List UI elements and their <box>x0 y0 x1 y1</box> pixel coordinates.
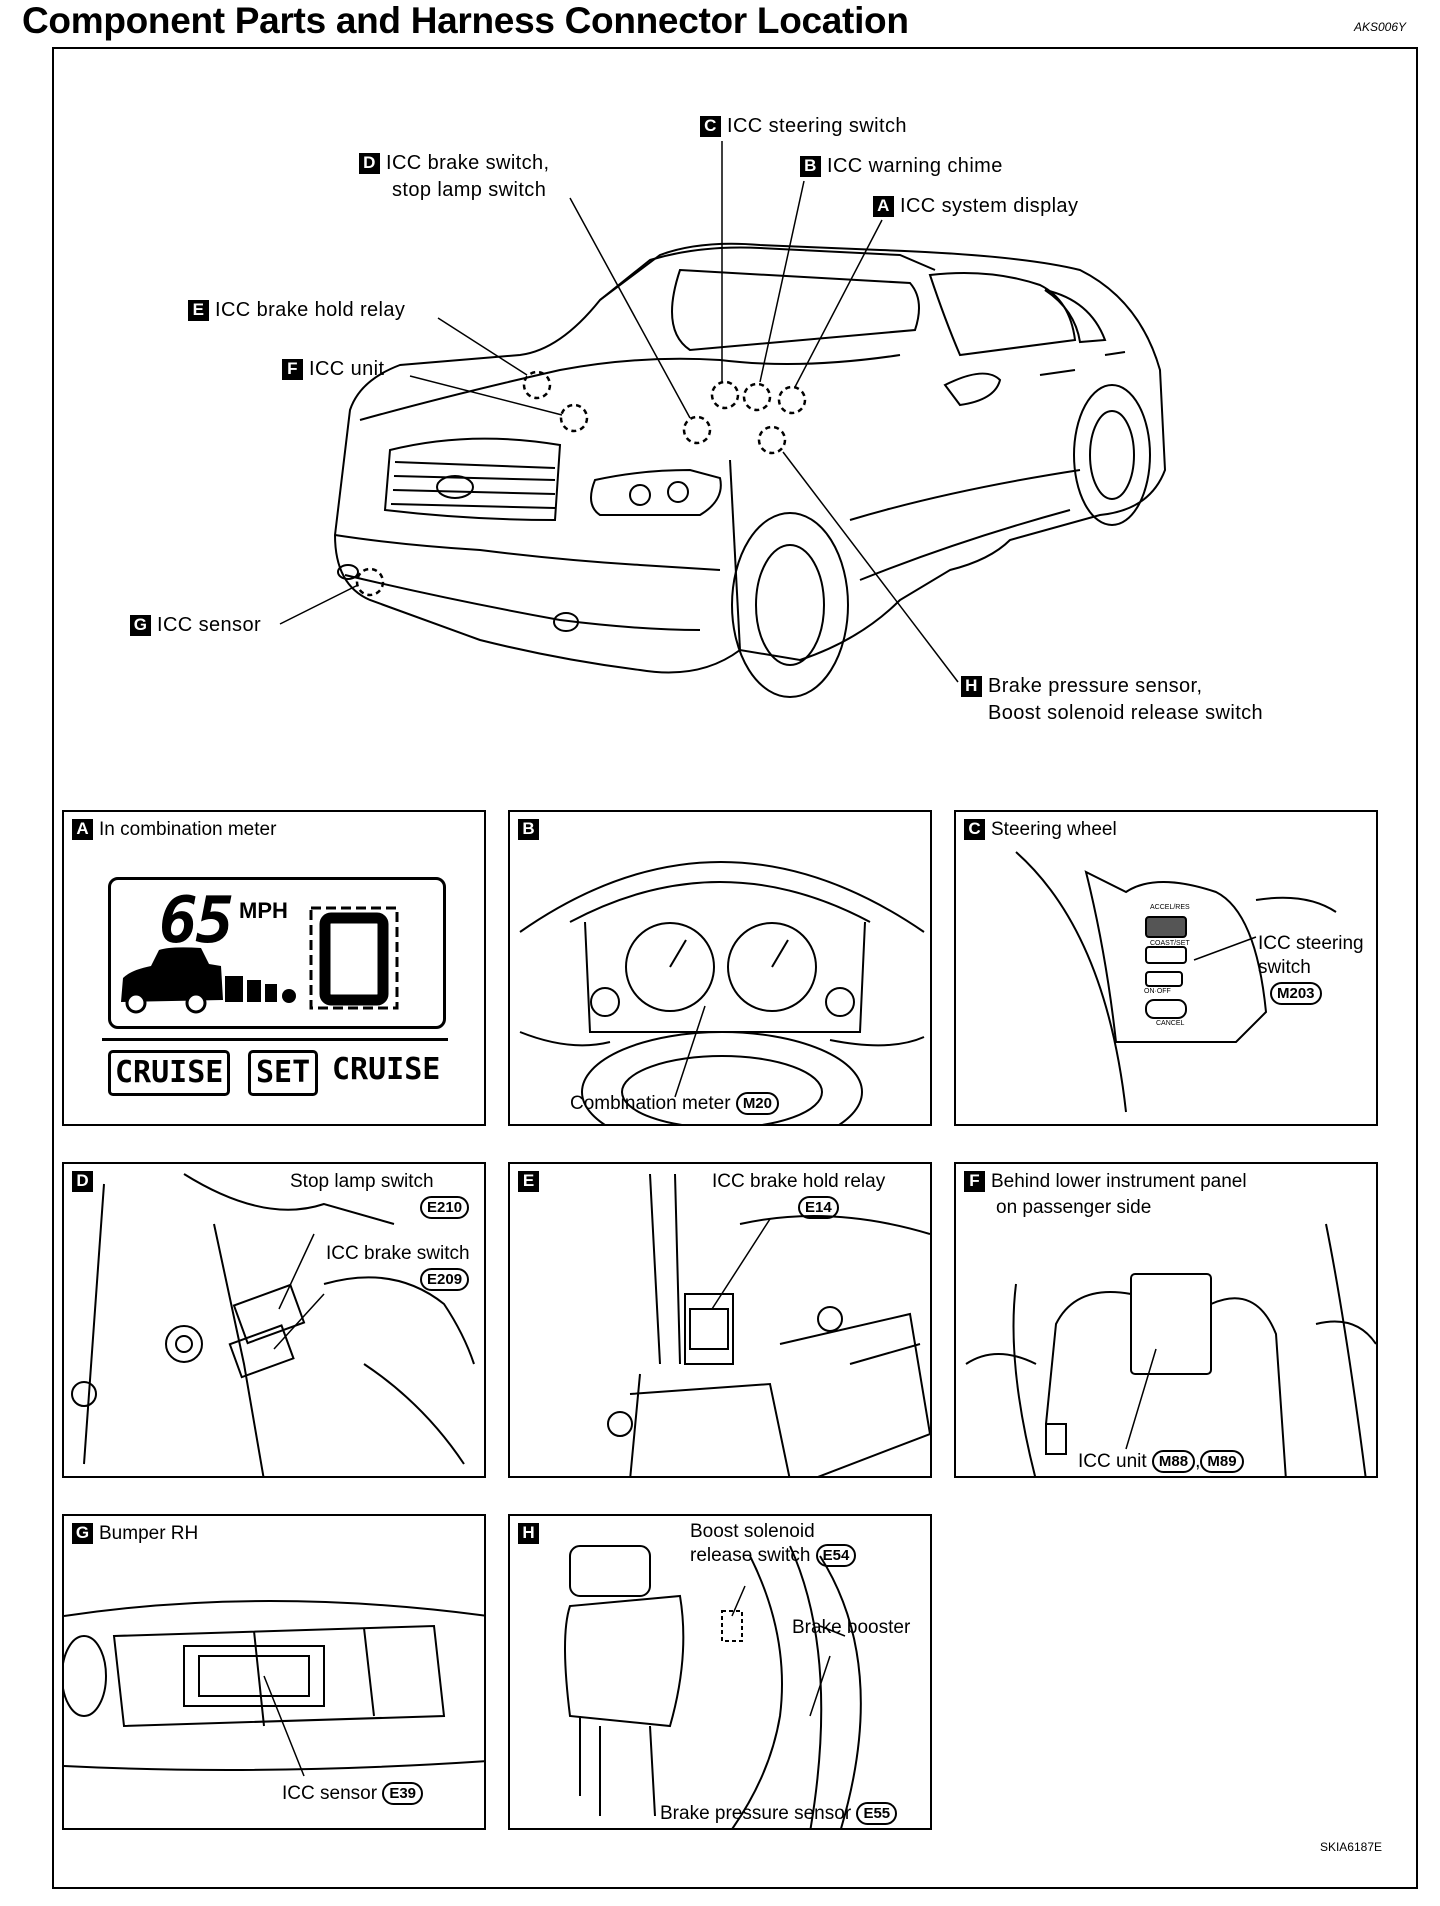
panel-g-header: Bumper RH <box>99 1523 199 1544</box>
icc-sensor-label: ICC sensor <box>282 1783 378 1804</box>
brake-pressure-sensor-label: Brake pressure sensor <box>660 1803 852 1824</box>
combination-meter-illustration <box>519 861 925 1124</box>
connector-m89: M89 <box>1200 1450 1244 1473</box>
diagram-frame <box>52 47 1418 1889</box>
panel-b-warning-chime: B Combination meter M20 <box>508 810 932 1126</box>
panel-b-badge: B <box>518 819 539 840</box>
steering-wheel-illustration <box>1015 851 1337 1113</box>
panel-c-header: Steering wheel <box>991 819 1117 840</box>
gear-digit: 0 <box>333 914 334 915</box>
connector-m20: M20 <box>735 1092 779 1115</box>
set-indicator: SET <box>248 1050 319 1096</box>
icc-unit-label: ICC unit <box>1078 1451 1147 1472</box>
panel-f-header-2: on passenger side <box>996 1197 1152 1218</box>
speed-readout: 65 <box>159 884 234 958</box>
panel-h-brake-pressure-sensor: H Boost solenoid release switch E54 Brak… <box>508 1514 932 1830</box>
cruise-indicator-2: CRUISE <box>332 1052 441 1087</box>
panel-f-header-1: Behind lower instrument panel <box>991 1171 1247 1192</box>
boost-solenoid-label-1: Boost solenoid <box>690 1521 815 1542</box>
engine-bay-illustration <box>607 1173 930 1476</box>
speed-unit: MPH <box>239 898 288 923</box>
display-divider <box>102 1038 448 1041</box>
connector-e39: E39 <box>382 1782 424 1805</box>
panel-e-brake-hold-relay: E ICC brake hold relay E14 <box>508 1162 932 1478</box>
panel-a-system-display: A In combination meter 65 MPH 0 CRUISE SE… <box>62 810 486 1126</box>
connector-e54: E54 <box>815 1544 857 1567</box>
panel-a-header: In combination meter <box>99 819 277 840</box>
cruise-indicator-1: CRUISE <box>108 1050 231 1096</box>
panel-c-badge: C <box>964 819 985 840</box>
panel-g-icc-sensor: G Bumper RH ICC sensor E39 <box>62 1514 486 1830</box>
panel-e-badge: E <box>518 1171 539 1192</box>
connector-m203: M203 <box>1270 982 1322 1005</box>
boost-solenoid-label-2: release switch <box>690 1545 811 1566</box>
icc-steering-label-2: switch <box>1258 957 1311 978</box>
reference-code: AKS006Y <box>1353 20 1406 34</box>
brake-hold-relay-label: ICC brake hold relay <box>712 1171 886 1192</box>
panel-f-badge: F <box>964 1171 985 1192</box>
connector-e210: E210 <box>420 1196 470 1219</box>
panel-d-brake-switch: D Stop lamp switch E210 ICC brake switch… <box>62 1162 486 1478</box>
callout-d-line2: stop lamp switch <box>392 179 547 201</box>
accel-res-label: ACCEL/RES <box>1150 904 1190 911</box>
icc-steering-label-1: ICC steering <box>1258 933 1364 954</box>
connector-e209: E209 <box>420 1268 470 1291</box>
combination-meter-label: Combination meter <box>570 1093 731 1114</box>
panel-c-steering-switch: C Steering wheel ACCEL/RES COAST/SET ON·O… <box>954 810 1378 1126</box>
panel-f-icc-unit: F Behind lower instrument panel on passen… <box>954 1162 1378 1478</box>
page-title: Component Parts and Harness Connector Lo… <box>22 0 909 41</box>
callout-h-line2: Boost solenoid release switch <box>988 702 1264 724</box>
connector-e55: E55 <box>856 1802 898 1825</box>
icc-lcd-display: 65 MPH 0 <box>108 877 446 1029</box>
icc-brake-switch-label: ICC brake switch <box>326 1243 470 1264</box>
coast-set-label: COAST/SET <box>1150 940 1190 947</box>
panel-g-badge: G <box>72 1523 93 1544</box>
panel-h-badge: H <box>518 1523 539 1544</box>
figure-code: SKIA6187E <box>1319 1840 1382 1854</box>
stop-lamp-switch-label: Stop lamp switch <box>290 1171 434 1192</box>
brake-booster-label: Brake booster <box>792 1617 911 1638</box>
bumper-illustration <box>64 1600 484 1777</box>
lead-car-icon <box>121 906 399 1014</box>
connector-e14: E14 <box>798 1196 839 1219</box>
connector-m88: M88 <box>1151 1450 1196 1473</box>
brake-pedal-illustration <box>71 1173 475 1476</box>
instrument-panel-illustration <box>965 1223 1376 1476</box>
cancel-label: CANCEL <box>1156 1020 1185 1027</box>
panel-d-badge: D <box>72 1171 93 1192</box>
brake-booster-illustration <box>564 1545 862 1828</box>
on-off-label: ON·OFF <box>1144 988 1171 995</box>
panel-a-badge: A <box>72 819 93 840</box>
